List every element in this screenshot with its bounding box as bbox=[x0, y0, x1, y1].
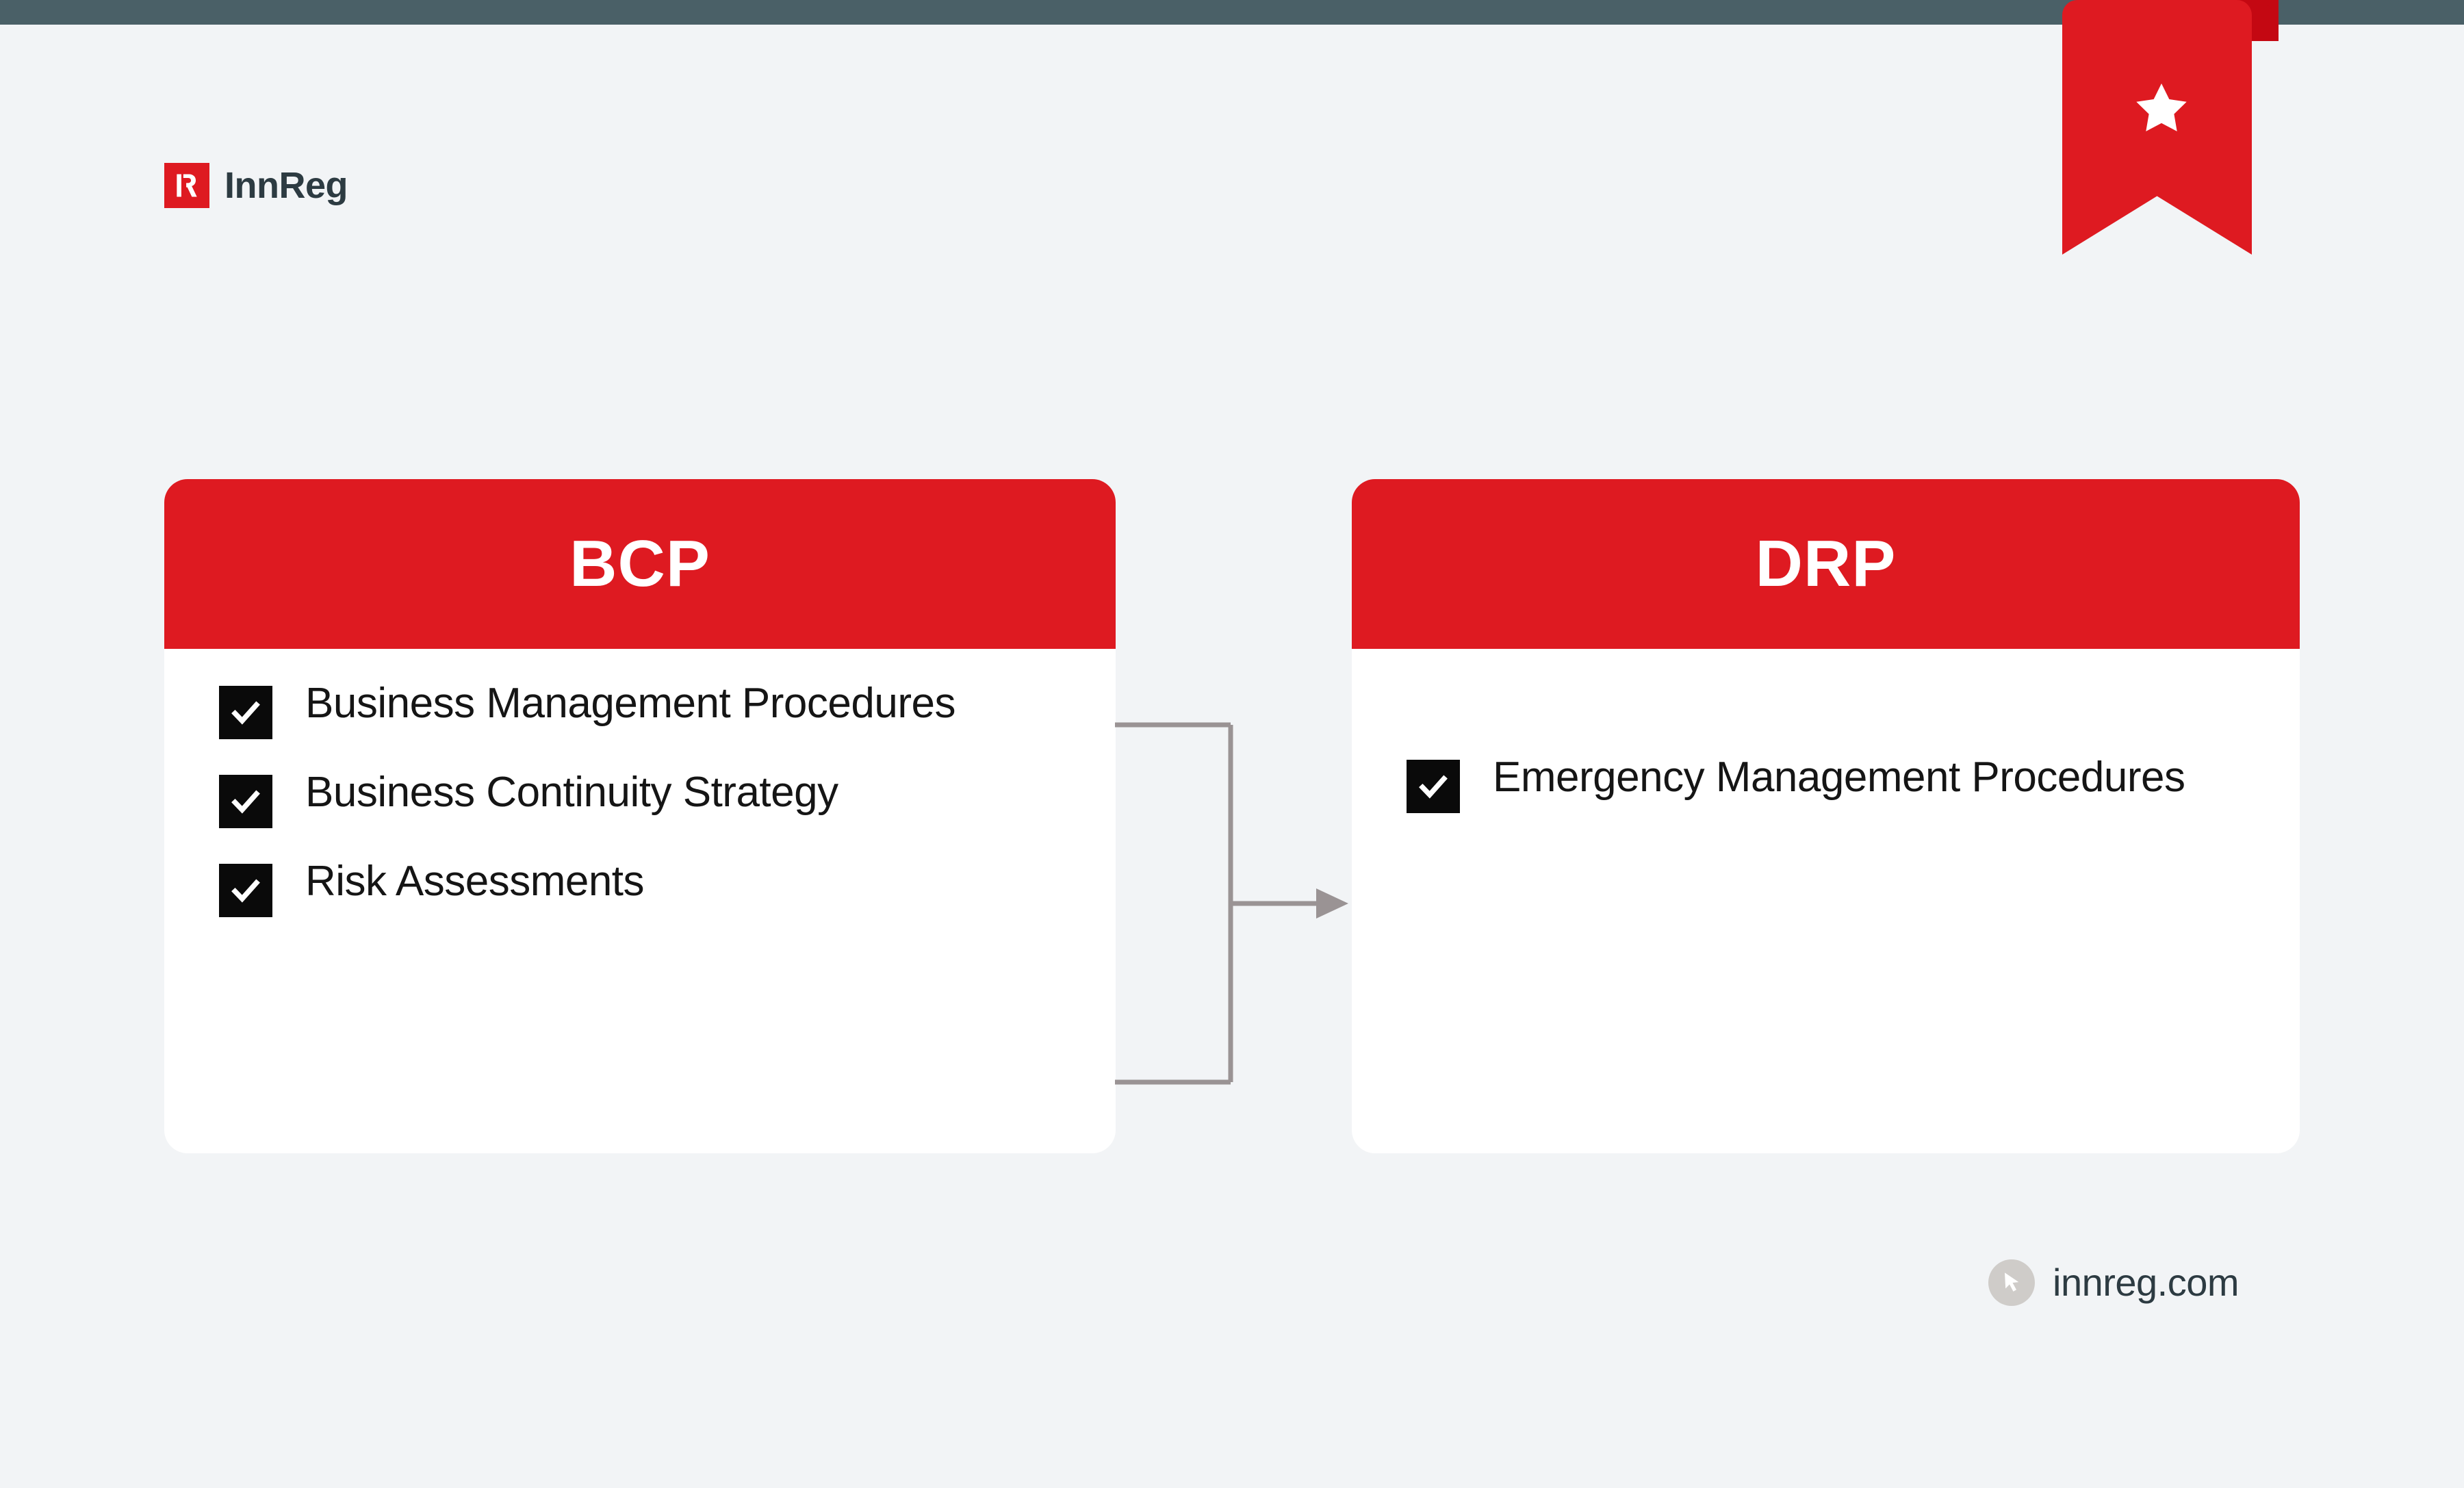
list-item[interactable]: Risk Assessments bbox=[219, 857, 1079, 917]
card-drp: DRP Emergency Management Procedures bbox=[1352, 479, 2300, 1153]
innreg-r-mark-icon bbox=[164, 163, 209, 208]
card-bcp-title: BCP bbox=[569, 527, 710, 600]
list-item-label: Business Continuity Strategy bbox=[305, 769, 838, 816]
list-item[interactable]: Business Management Procedures bbox=[219, 679, 1079, 739]
list-item[interactable]: Business Continuity Strategy bbox=[219, 768, 1079, 828]
list-item-label: Risk Assessments bbox=[305, 858, 645, 905]
watermark[interactable]: innreg.com bbox=[1988, 1259, 2240, 1306]
checkmark-icon bbox=[219, 775, 272, 828]
checkmark-icon bbox=[219, 686, 272, 739]
list-item-label: Emergency Management Procedures bbox=[1493, 754, 2185, 801]
card-drp-title: DRP bbox=[1755, 527, 1897, 600]
cursor-pointer-icon bbox=[1988, 1259, 2035, 1306]
list-item-label: Business Management Procedures bbox=[305, 680, 955, 727]
brand-logo[interactable]: InnReg bbox=[164, 163, 348, 208]
arrow-right-icon bbox=[1316, 888, 1348, 919]
card-drp-header: DRP bbox=[1352, 479, 2300, 649]
card-bcp: BCP Business Management Procedures Busin… bbox=[164, 479, 1116, 1153]
card-drp-body: Emergency Management Procedures bbox=[1352, 649, 2300, 813]
top-slate-bar bbox=[0, 0, 2464, 25]
checkmark-icon bbox=[219, 864, 272, 917]
card-bcp-body: Business Management Procedures Business … bbox=[164, 649, 1116, 917]
star-icon bbox=[2136, 84, 2187, 131]
watermark-text: innreg.com bbox=[2053, 1261, 2240, 1304]
checkmark-icon bbox=[1407, 760, 1460, 813]
connector-arrow bbox=[1115, 722, 1348, 1085]
bookmark-ribbon bbox=[2062, 0, 2279, 255]
brand-name: InnReg bbox=[224, 165, 348, 206]
list-item[interactable]: Emergency Management Procedures bbox=[1407, 753, 2263, 813]
card-bcp-header: BCP bbox=[164, 479, 1116, 649]
